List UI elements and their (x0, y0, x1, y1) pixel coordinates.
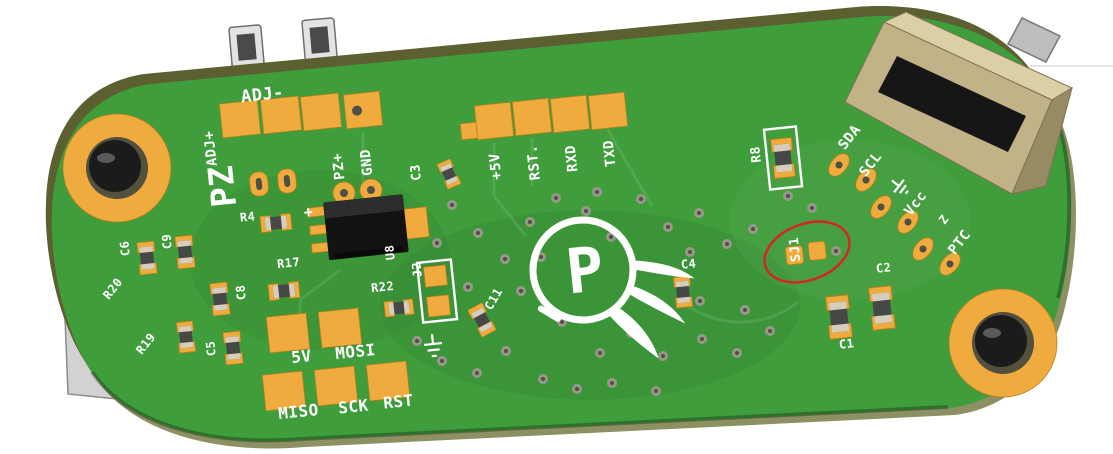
label-sj1: SJ1 (787, 236, 805, 262)
label-c4: C4 (680, 256, 697, 272)
mounting-pad-top-left (62, 113, 172, 223)
label-plus5v: +5V (487, 152, 506, 180)
ground-symbol-right (891, 179, 909, 195)
screw-bottom-right (975, 315, 1027, 367)
connector-top-right (844, 11, 1074, 195)
label-c9: C9 (159, 233, 175, 250)
components (136, 125, 897, 366)
label-rxd: RXD (563, 144, 582, 172)
label-u8: U8 (382, 244, 398, 261)
component-sj1 (785, 240, 827, 266)
component-j2 (415, 258, 459, 324)
component-u8-regulator (307, 194, 430, 261)
label-c3: C3 (408, 163, 425, 181)
label-c1: C1 (838, 336, 855, 352)
label-rst: RST. (524, 144, 544, 181)
flame-logo: P (529, 216, 695, 359)
label-gnd: GND (358, 148, 377, 176)
isp-pads (261, 307, 411, 412)
label-sck: SCK (337, 395, 369, 417)
label-adj-plus: ADJ+ (201, 130, 221, 167)
label-pz: PZ (201, 163, 245, 209)
ground-symbol-center (423, 333, 443, 358)
label-rst-isp: RST (382, 390, 414, 412)
mounting-pad-bottom-right (948, 288, 1058, 398)
label-miso: MISO (277, 400, 319, 423)
label-adj-minus: ADJ- (240, 83, 285, 107)
sj1-annotation-circle (763, 220, 851, 284)
label-r22: R22 (370, 279, 395, 295)
label-txd: TXD (601, 139, 620, 167)
label-mosi: MOSI (334, 340, 376, 363)
label-polarity-plus: + (303, 203, 314, 222)
uart-pads (459, 91, 629, 141)
screw-top-left (89, 140, 141, 192)
flame-logo-letter: P (562, 232, 607, 309)
label-pz-plus: PZ+ (330, 152, 349, 180)
label-r17: R17 (276, 255, 301, 271)
right-header-pads (828, 153, 961, 276)
label-c6: C6 (117, 240, 133, 257)
label-c5: C5 (203, 340, 219, 357)
label-c2: C2 (875, 260, 892, 276)
label-isp-5v: 5V (290, 346, 312, 367)
adj-pads (218, 90, 384, 139)
vias (387, 187, 841, 396)
component-r8 (762, 125, 804, 191)
label-r4: R4 (239, 209, 256, 225)
pz-terminal-pads (249, 168, 383, 205)
label-j2: J2 (409, 261, 425, 278)
label-r8: R8 (748, 145, 765, 163)
label-c8: C8 (233, 284, 249, 301)
